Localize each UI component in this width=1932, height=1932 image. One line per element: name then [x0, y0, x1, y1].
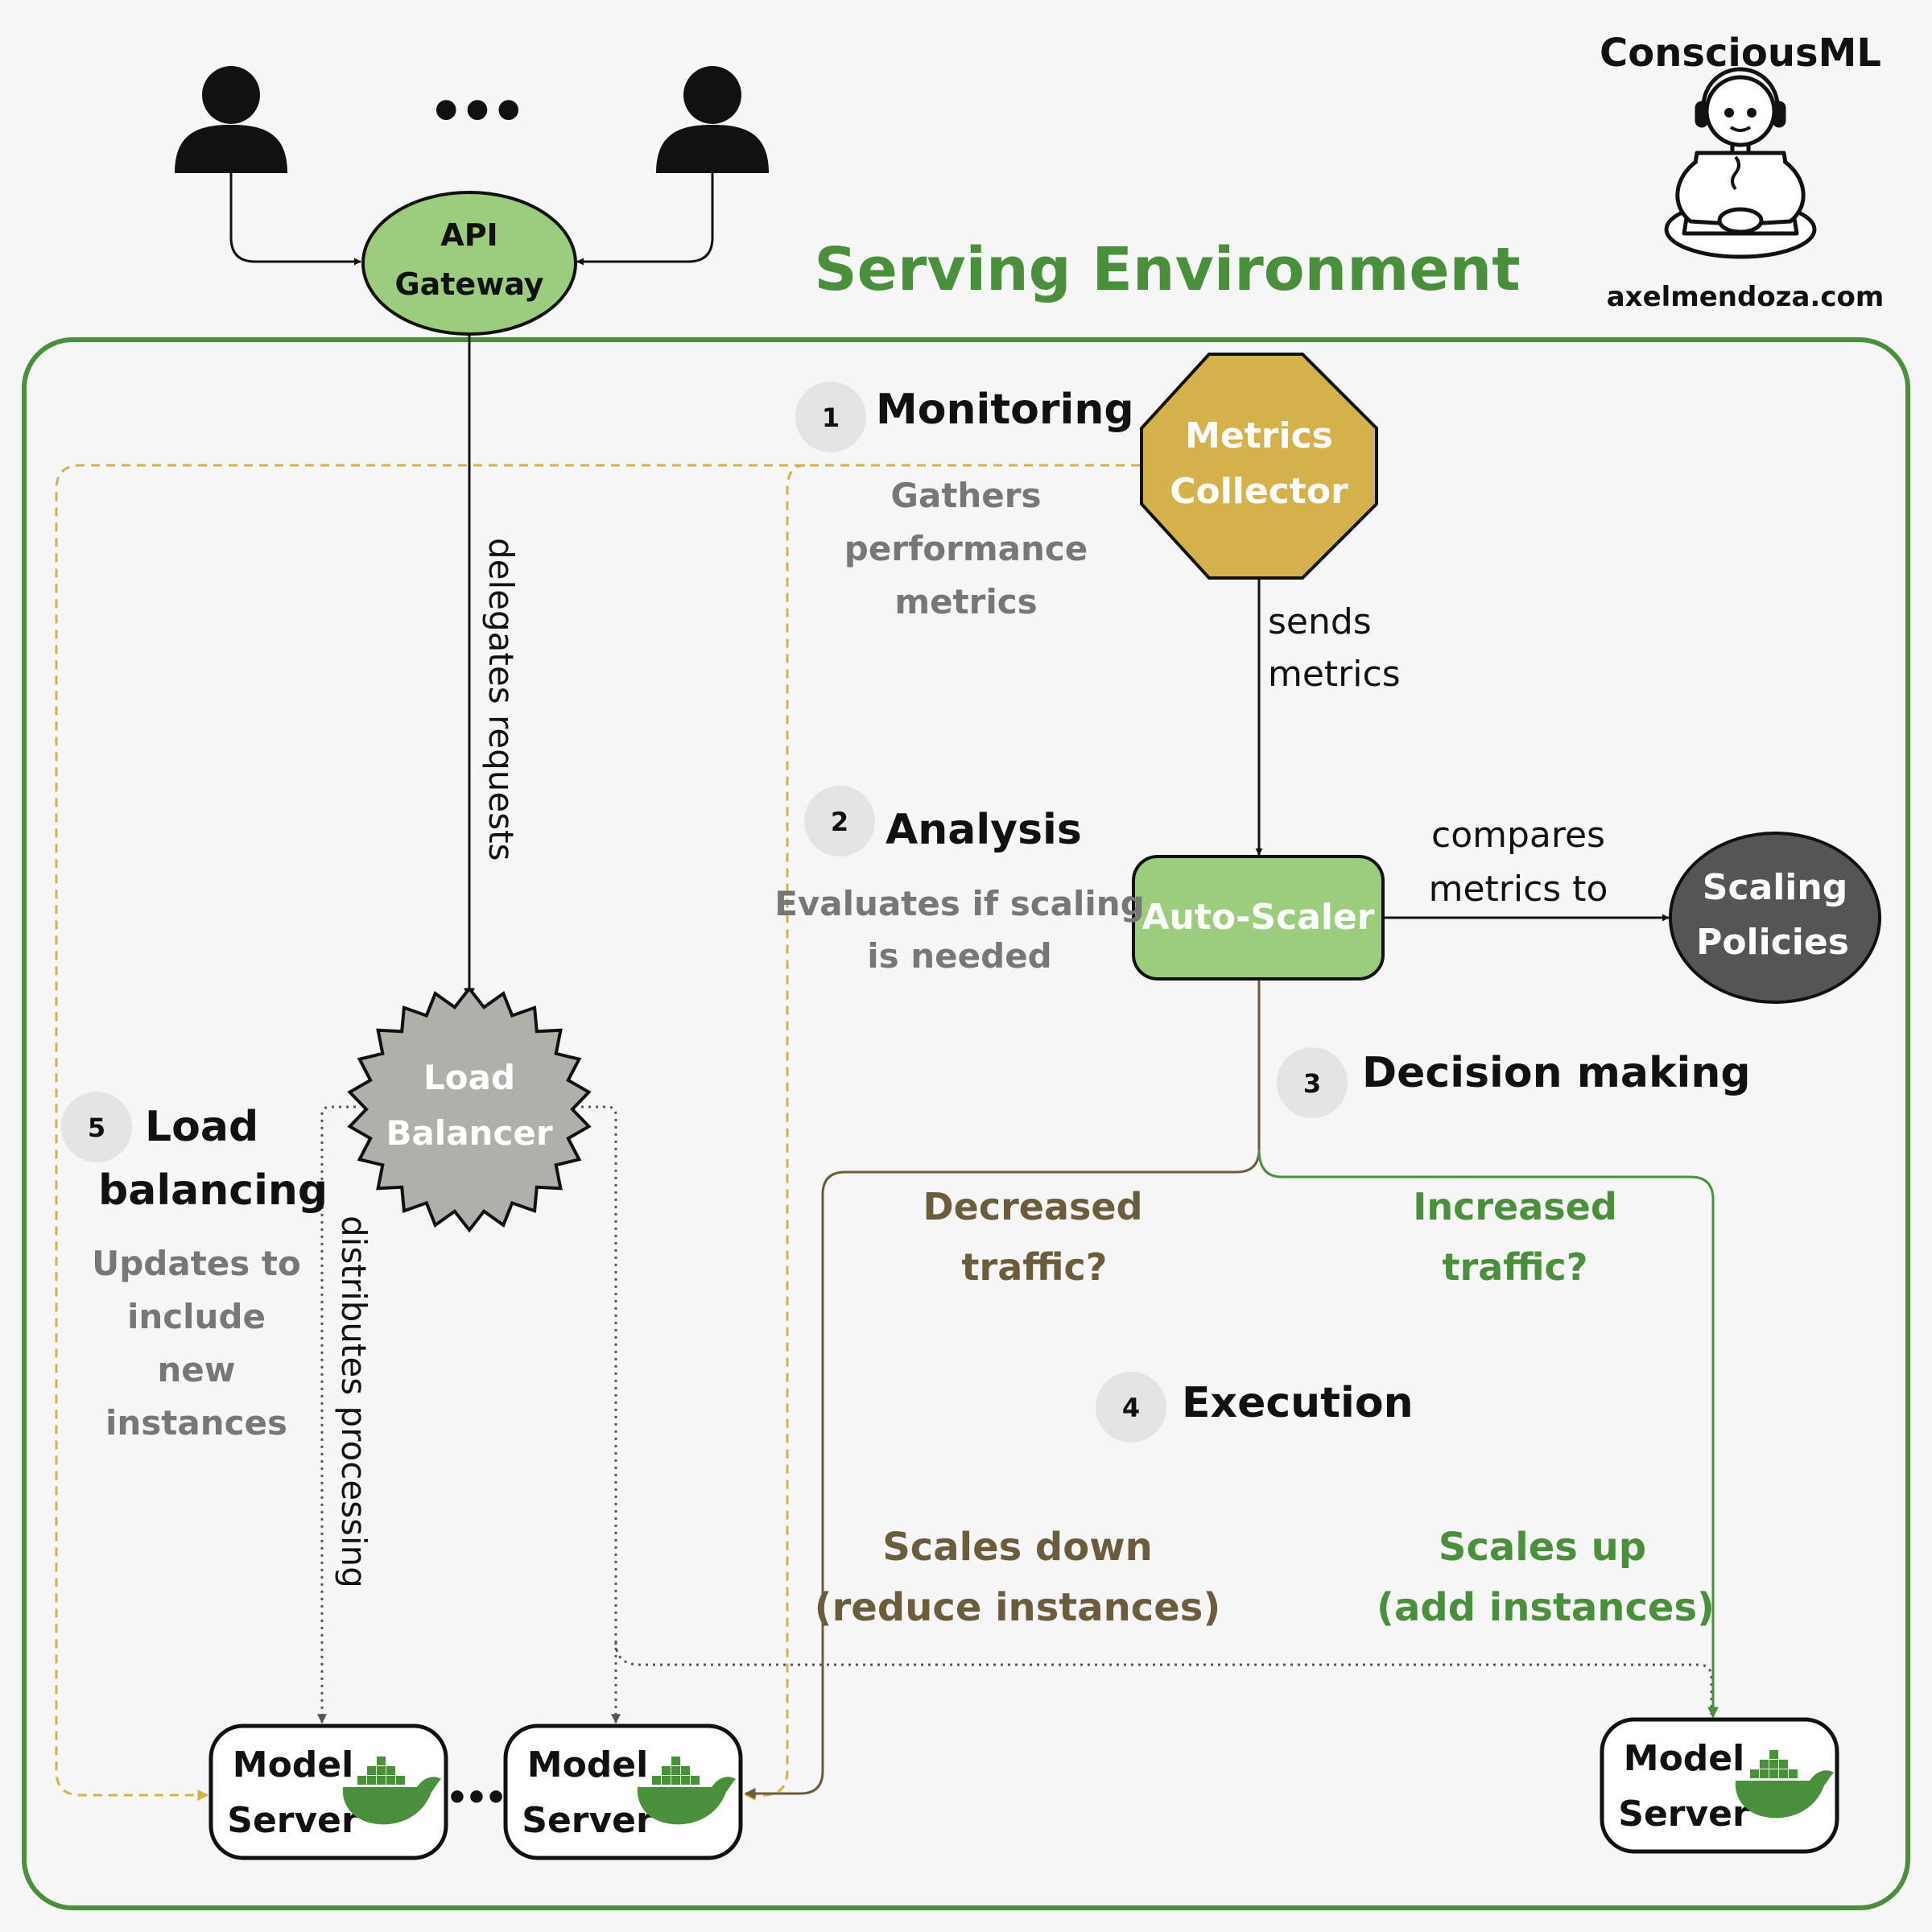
update-instances-edge [744, 464, 806, 1801]
step-description: new [157, 1350, 235, 1389]
serving-environment-title: Serving Environment [814, 235, 1520, 304]
user-icon [175, 66, 287, 173]
scaling-policies-label: Policies [1696, 922, 1849, 963]
serving-environment-frame [22, 337, 1910, 1910]
auto-scaler-node: Auto-Scaler [1132, 855, 1385, 980]
step-title: balancing [98, 1166, 328, 1215]
user-to-gateway-edge [576, 173, 714, 266]
step-title: Analysis [886, 806, 1082, 854]
increased-traffic-label: traffic? [1443, 1245, 1588, 1289]
distributes-edge [581, 1105, 621, 1724]
metrics-collector-label: Collector [1170, 471, 1348, 512]
servers-ellipsis: ••• [446, 1777, 504, 1818]
brand-url: axelmendoza.com [1607, 281, 1885, 313]
step-execution: 4 Execution [1096, 1372, 1414, 1443]
model-server-label: Model [233, 1744, 353, 1785]
step-badge [804, 786, 875, 857]
step-number: 1 [822, 402, 840, 433]
step-badge [1096, 1372, 1166, 1443]
step-description: instances [105, 1403, 287, 1443]
scales-down-label: Scales down [882, 1525, 1153, 1570]
api-gateway-node: API Gateway [361, 191, 577, 336]
step-title: Decision making [1362, 1049, 1751, 1097]
scaling-policies-node: Scaling Policies [1669, 832, 1881, 1004]
load-balancer-node: Load Balancer [347, 985, 592, 1233]
api-gateway-label: API [440, 217, 497, 253]
metrics-collector-node: Metrics Collector [1140, 353, 1378, 580]
scale-up-edge [1257, 1149, 1719, 1719]
step-description: Evaluates if scaling [774, 884, 1145, 923]
scales-down-label: (reduce instances) [815, 1585, 1221, 1630]
step-title: Load [145, 1103, 258, 1151]
step-description: include [127, 1297, 266, 1336]
delegates-edge-label: delegates requests [481, 538, 521, 861]
robot-mascot-icon [1664, 67, 1817, 259]
scale-down-edge [744, 980, 1261, 1799]
step-number: 3 [1303, 1068, 1321, 1099]
model-server-label: Server [227, 1800, 359, 1841]
step-description: performance [844, 529, 1088, 568]
user-to-gateway-edge [229, 173, 361, 266]
step-load-balancing: 5 Load balancing Updates to include new … [61, 1092, 328, 1443]
scales-up-label: (add instances) [1377, 1585, 1715, 1630]
metrics-collector-label: Metrics [1185, 415, 1333, 456]
api-gateway-label: Gateway [394, 266, 543, 302]
user-icon [656, 66, 769, 173]
step-monitoring: 1 Monitoring Gathers performance metrics [795, 382, 1134, 621]
step-decision-making: 3 Decision making [1277, 1047, 1751, 1118]
step-analysis: 2 Analysis Evaluates if scaling is neede… [774, 786, 1145, 976]
compares-metrics-label: metrics to [1429, 869, 1608, 910]
load-balancer-label: Load [423, 1058, 515, 1097]
step-badge [1277, 1047, 1348, 1118]
model-server-label: Model [527, 1744, 648, 1785]
auto-scaler-label: Auto-Scaler [1142, 897, 1375, 938]
users-ellipsis: ••• [428, 79, 522, 145]
model-server-node: Model Server [208, 1724, 448, 1860]
decreased-traffic-label: traffic? [962, 1245, 1108, 1289]
scales-up-label: Scales up [1439, 1525, 1646, 1570]
step-number: 4 [1122, 1393, 1140, 1423]
compares-metrics-label: compares [1431, 815, 1605, 856]
step-title: Execution [1182, 1379, 1414, 1427]
step-badge [61, 1092, 132, 1162]
model-server-label: Server [522, 1800, 654, 1841]
step-badge [795, 382, 866, 452]
step-description: Gathers [891, 476, 1042, 515]
step-description: metrics [894, 582, 1037, 621]
load-balancer-label: Balancer [386, 1113, 552, 1153]
decreased-traffic-label: Decreased [923, 1185, 1142, 1228]
distributes-edge-label: distributes processing [334, 1216, 374, 1588]
load-balancer-shape [347, 985, 592, 1233]
distributes-edge [614, 1641, 1713, 1715]
step-description: is needed [867, 936, 1052, 976]
model-server-node: Model Server [503, 1724, 743, 1860]
step-number: 2 [831, 807, 848, 837]
model-server-label: Server [1618, 1794, 1750, 1835]
model-server-node: Model Server [1600, 1717, 1839, 1854]
model-server-label: Model [1624, 1738, 1744, 1779]
update-instances-edge [55, 464, 1140, 1801]
step-title: Monitoring [876, 386, 1134, 434]
increased-traffic-label: Increased [1413, 1185, 1617, 1228]
sends-metrics-label: sends [1268, 601, 1372, 642]
step-number: 5 [88, 1113, 105, 1143]
scaling-policies-label: Scaling [1703, 867, 1847, 908]
step-description: Updates to [92, 1244, 301, 1283]
sends-metrics-label: metrics [1268, 654, 1401, 695]
